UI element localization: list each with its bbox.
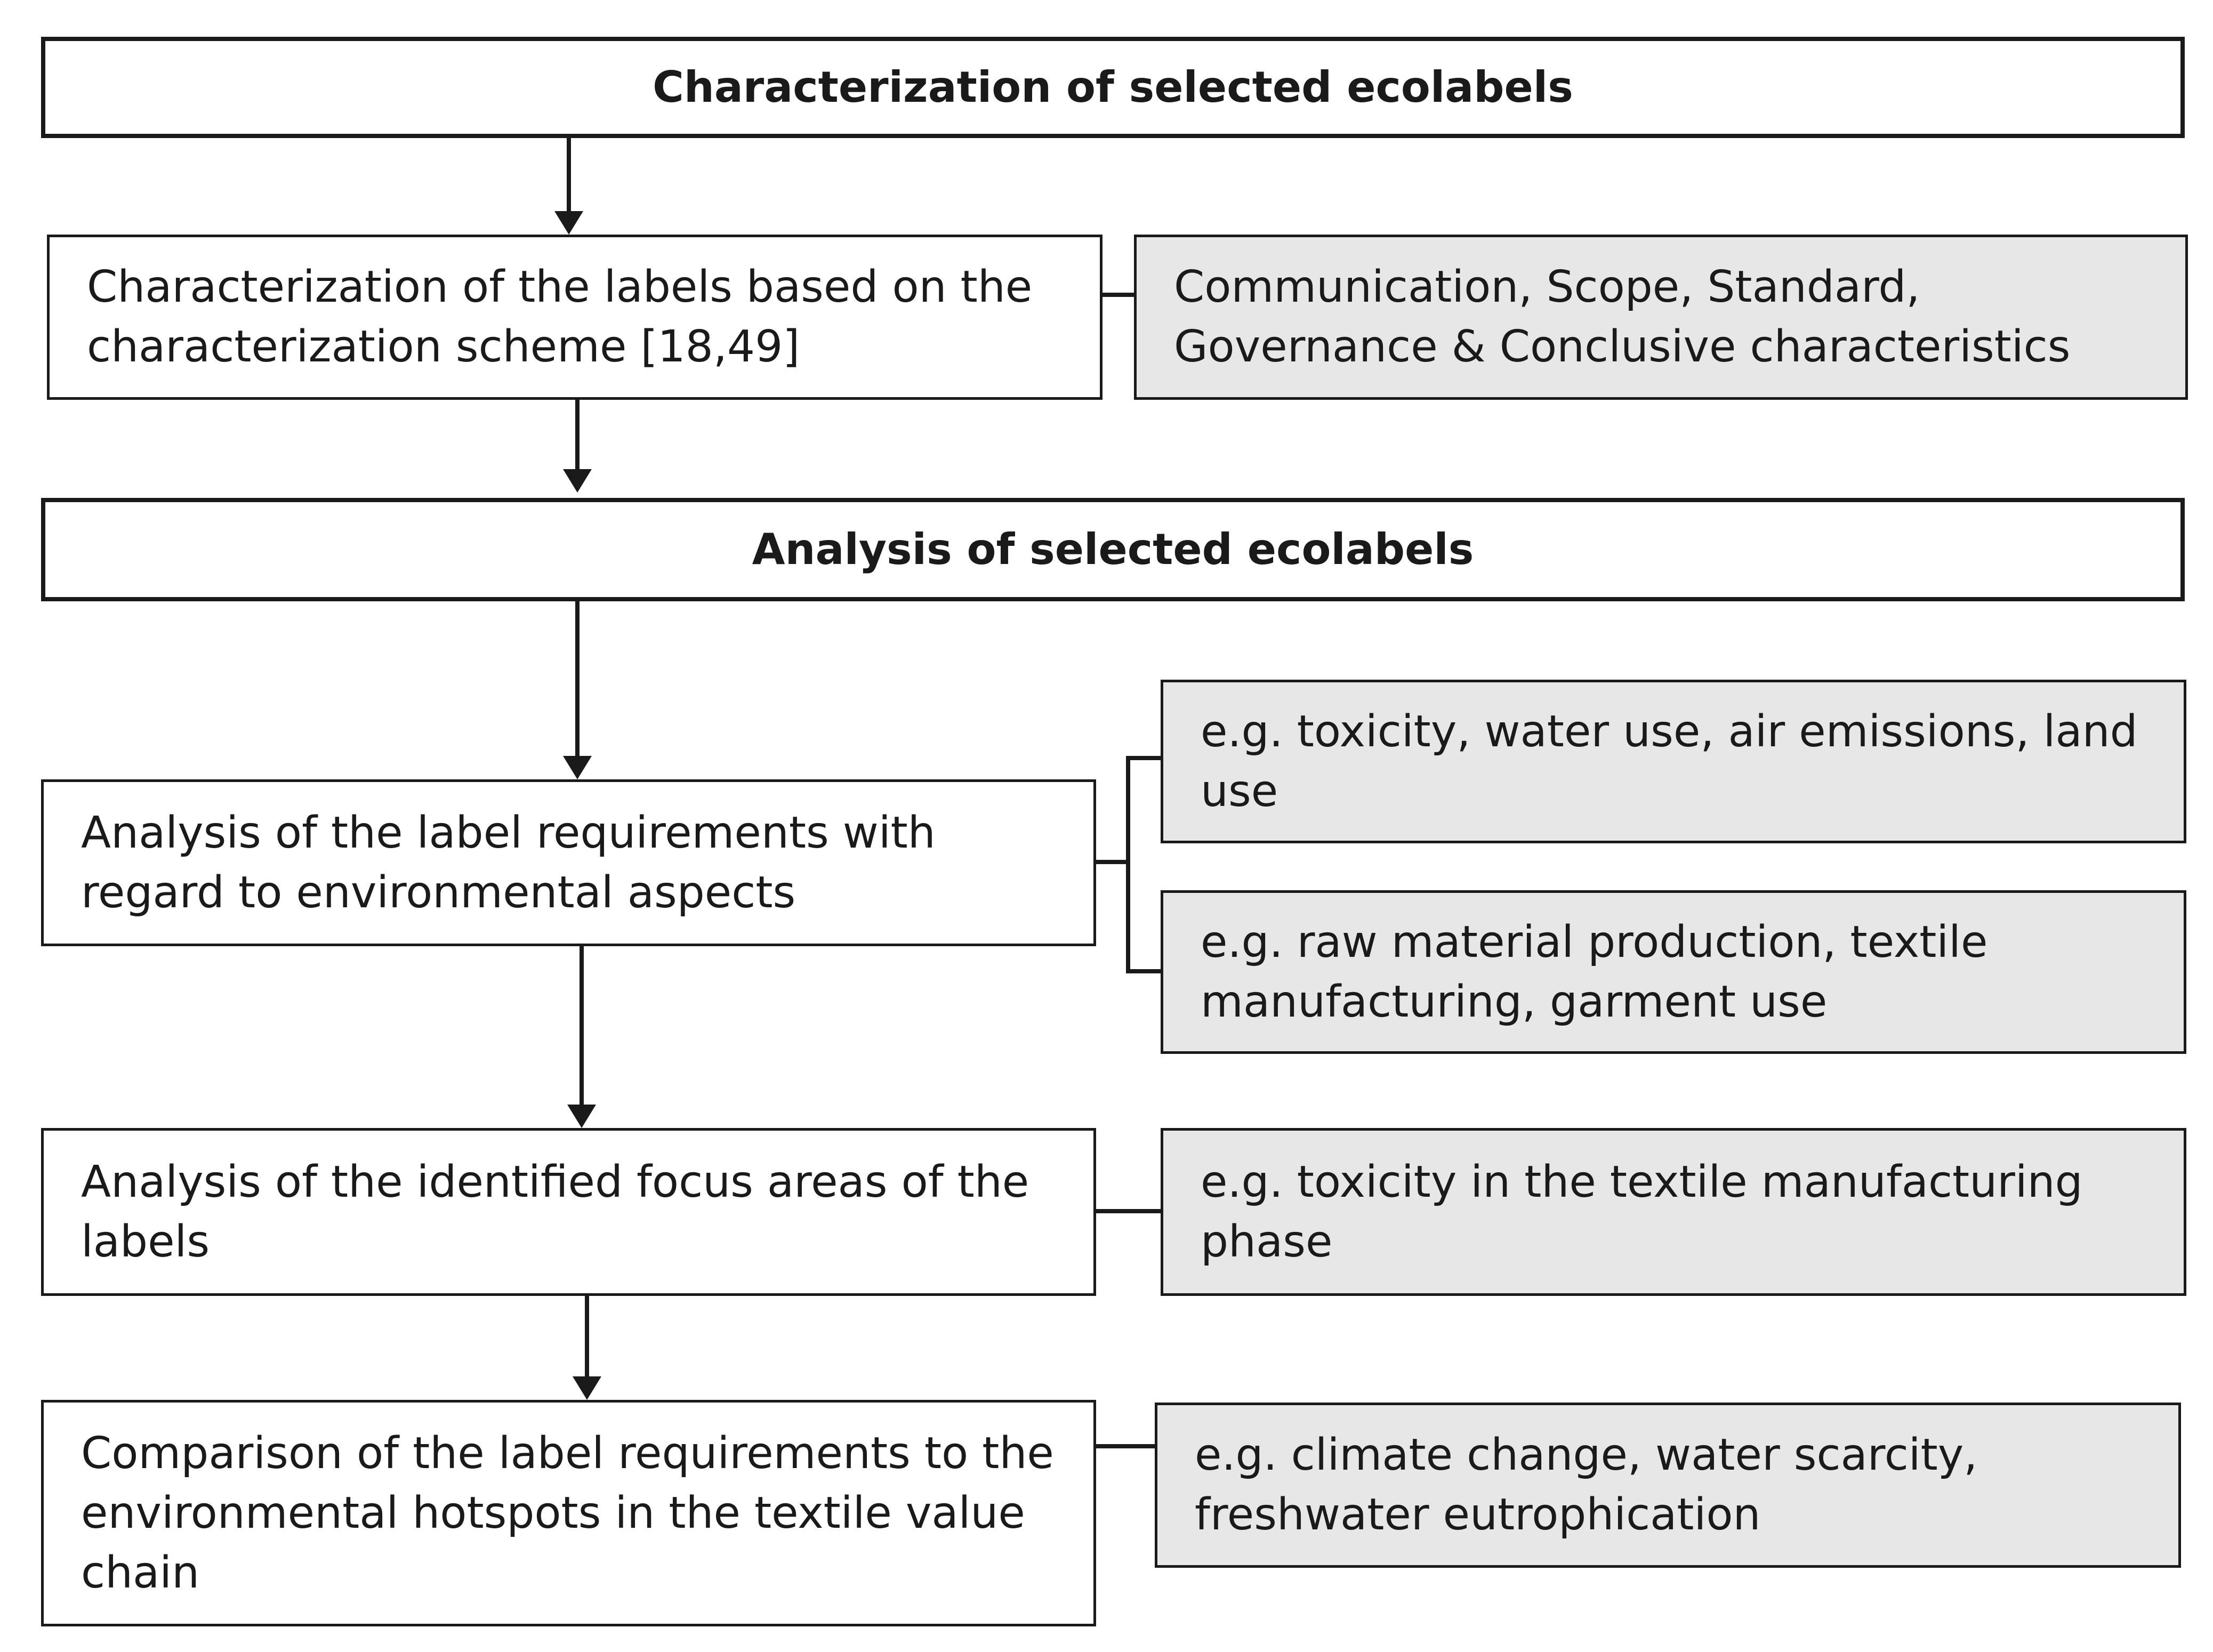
- analysis-header: Analysis of selected ecolabels: [41, 498, 2185, 601]
- characterization-header: Characterization of selected ecolabels: [41, 37, 2185, 138]
- hotspots-detail-text: e.g. climate change, water scarcity, fre…: [1195, 1430, 1978, 1540]
- life-cycle-phases-detail: e.g. raw material production, textile ma…: [1161, 890, 2186, 1054]
- analysis-header-text: Analysis of selected ecolabels: [752, 525, 1474, 574]
- characterization-step-text: Characterization of the labels based on …: [87, 262, 1033, 372]
- life-cycle-phases-detail-text: e.g. raw material production, textile ma…: [1201, 916, 1988, 1027]
- focus-areas-step-text: Analysis of the identified focus areas o…: [81, 1156, 1029, 1267]
- focus-areas-detail-text: e.g. toxicity in the textile manufacturi…: [1201, 1156, 2083, 1267]
- bracket-requirements: [1096, 756, 1161, 973]
- comparison-step: Comparison of the label requirements to …: [41, 1400, 1096, 1626]
- characterization-header-text: Characterization of selected ecolabels: [653, 62, 1573, 112]
- down-arrow-2: [563, 400, 592, 493]
- environmental-aspects-detail: e.g. toxicity, water use, air emissions,…: [1161, 680, 2186, 843]
- down-arrow-3: [563, 601, 592, 779]
- environmental-aspects-detail-text: e.g. toxicity, water use, air emissions,…: [1201, 706, 2138, 817]
- characterization-detail-text: Communication, Scope, Standard, Governan…: [1174, 262, 2071, 372]
- down-arrow-4: [567, 946, 596, 1128]
- focus-areas-detail: e.g. toxicity in the textile manufacturi…: [1161, 1128, 2186, 1296]
- hotspots-detail: e.g. climate change, water scarcity, fre…: [1155, 1403, 2181, 1568]
- comparison-step-text: Comparison of the label requirements to …: [81, 1428, 1054, 1598]
- focus-areas-step: Analysis of the identified focus areas o…: [41, 1128, 1096, 1296]
- down-arrow-1: [554, 138, 583, 235]
- requirements-step: Analysis of the label requirements with …: [41, 779, 1096, 946]
- characterization-detail: Communication, Scope, Standard, Governan…: [1134, 235, 2188, 400]
- down-arrow-5: [573, 1296, 601, 1400]
- characterization-step: Characterization of the labels based on …: [47, 235, 1103, 400]
- requirements-step-text: Analysis of the label requirements with …: [81, 807, 936, 918]
